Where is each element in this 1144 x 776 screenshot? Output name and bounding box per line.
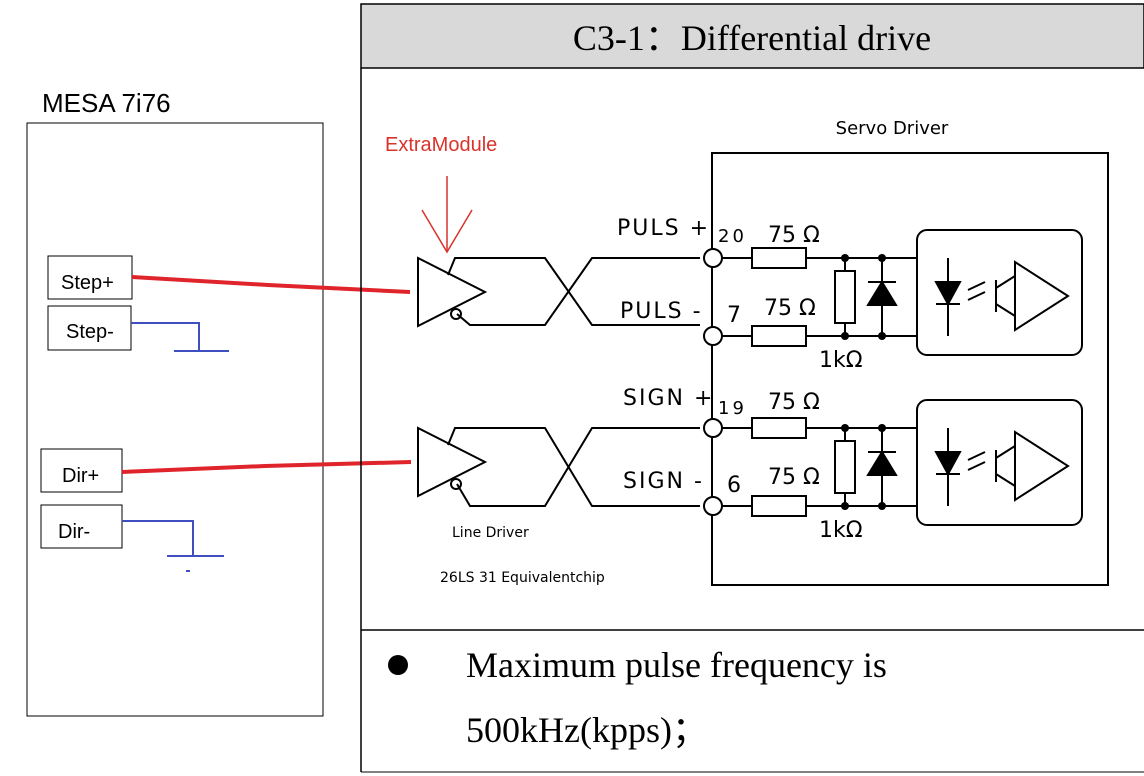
sign-minus-resistor-label: 75 Ω [768,465,820,490]
puls-plus-label: PULS + [617,216,710,241]
pin-6-label: 6 [727,473,741,498]
sign-plus-label: SIGN + [623,386,714,411]
dir-minus-label: Dir- [58,521,90,543]
pulse-1k-label: 1kΩ [819,348,863,373]
servo-driver-box [711,152,1109,586]
sign-optocoupler-icon [916,399,1083,526]
differential-drive-panel: C3-1：Differential drive ExtraModule Serv… [360,3,1144,773]
step-minus-label: Step- [66,321,114,343]
pin-6-terminal [703,496,723,516]
step-minus-ground-icon [131,322,229,352]
servo-driver-label: Servo Driver [836,118,949,139]
mesa-title: MESA 7i76 [42,88,171,118]
sign-diode-icon [866,450,898,476]
step-wire [131,275,411,294]
bullet-icon [388,655,408,675]
pulse-channel [417,229,1083,356]
sign-plus-resistor-icon [751,417,807,439]
sign-line-driver-icon [417,426,488,498]
sign-channel [417,399,1083,526]
chip-label: 26LS 31 Equivalentchip [440,570,605,586]
dir-plus-terminal [40,448,123,493]
dir-minus-terminal [40,504,123,549]
pulse-diode-icon [866,280,898,306]
pulse-line-driver-icon [417,256,488,328]
sign-minus-resistor-icon [751,495,807,517]
dir-wire [121,460,412,474]
sign-junction-dots [841,424,886,510]
dir-minus-ground-icon [122,520,224,572]
dir-plus-label: Dir+ [62,465,99,487]
extra-module-arrow-icon [421,176,473,254]
pin-20-terminal [703,248,723,268]
pulse-minus-resistor-icon [751,325,807,347]
sign-1k-label: 1kΩ [819,518,863,543]
mesa-7i76-board: MESA 7i76 Step+ Step- Dir+ Dir- [26,88,324,717]
pulse-plus-resistor-icon [751,247,807,269]
sign-minus-label: SIGN - [623,469,704,494]
step-minus-terminal [47,305,132,351]
step-plus-terminal [47,255,133,300]
pin-7-label: 7 [727,303,741,328]
footer-line-2: 500kHz(kpps)； [466,710,708,750]
line-driver-label: Line Driver [452,525,529,541]
puls-minus-label: PULS - [620,299,703,324]
mesa-board-outline [26,122,324,717]
header-bar [360,3,1144,69]
pin-19-label: 19 [718,398,747,419]
extra-module-label: ExtraModule [385,134,497,156]
pulse-optocoupler-icon [916,229,1083,356]
pulse-plus-resistor-label: 75 Ω [768,223,820,248]
footer-line-1: Maximum pulse frequency is [466,645,887,685]
header-title: C3-1：Differential drive [573,18,931,58]
pulse-junction-dots [841,254,886,340]
pin-19-terminal [703,418,723,438]
step-plus-label: Step+ [61,272,114,294]
sign-1k-resistor-icon [834,440,856,494]
pin-7-terminal [703,326,723,346]
sign-plus-resistor-label: 75 Ω [768,390,820,415]
pulse-1k-resistor-icon [834,270,856,324]
pin-20-label: 20 [718,226,747,247]
pulse-minus-resistor-label: 75 Ω [764,296,816,321]
